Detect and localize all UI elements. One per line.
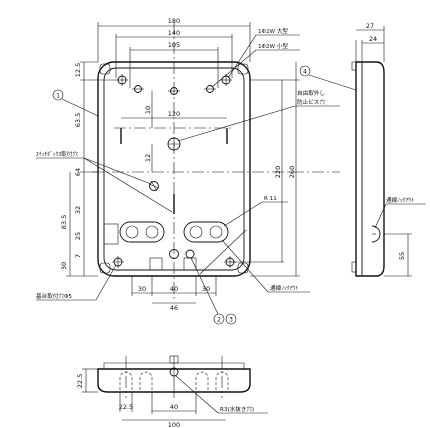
svg-text:4: 4 (303, 69, 307, 76)
dim-64-label: 64 (74, 168, 82, 176)
label-base-hole: 基台取付穴Φ5 (36, 292, 72, 300)
dim-27-label: 27 (366, 22, 374, 30)
dim-105: 105 (129, 41, 219, 88)
dim-bot-40: 40 (170, 285, 178, 293)
side-knockout (371, 225, 381, 243)
switch-box-hole-bottom (169, 249, 179, 259)
dim-12-5-label: 12.5 (74, 63, 82, 77)
dim-120-label: 120 (168, 110, 180, 118)
bottom-knockout (139, 371, 153, 390)
bottom-outline (97, 368, 251, 393)
dim-260-label: 260 (288, 166, 296, 178)
label-lamp-small: 1Φ2W 小型 (258, 42, 288, 50)
corner-tab (237, 262, 249, 274)
knockout-left (119, 221, 165, 243)
label-knockout-side: 通線ﾉｯｸｱｳﾄ (386, 196, 414, 204)
dim-b-22-5b-label: 22.5 (119, 403, 133, 411)
terminal-block (103, 223, 119, 245)
side-view: 27 24 55 通線ﾉｯｸｱｳﾄ (351, 22, 426, 277)
dim-10-label: 10 (144, 106, 152, 114)
dim-30-label: 30 (60, 262, 68, 270)
label-drain-hole: R3(水抜き穴) (220, 405, 254, 413)
svg-text:3: 3 (229, 317, 233, 324)
dim-220-label: 220 (274, 166, 282, 178)
dim-bot-30a: 30 (138, 285, 146, 293)
screw-2-3 (185, 249, 195, 259)
corner-bevel (199, 229, 247, 275)
side-tab (351, 261, 357, 273)
dim-180: 180 (97, 17, 251, 62)
knockout-right (183, 221, 229, 243)
label-radius: R 11 (264, 196, 277, 202)
label-free-removal: 自由取外し (297, 89, 325, 97)
balloon-1 (52, 89, 64, 101)
terminal-block (149, 257, 163, 271)
dim-63-5-label: 63.5 (74, 113, 82, 127)
dim-b-40-label: 40 (170, 403, 178, 411)
dim-12-label: 12 (144, 154, 152, 162)
dim-83-5-label: 83.5 (60, 215, 68, 229)
label-switch-box-hole: ｽｲｯﾁﾎﾞｯｸｽ取付穴 (36, 150, 78, 158)
dim-180-label: 180 (168, 17, 180, 25)
corner-tab (237, 63, 249, 75)
dim-32-label: 32 (74, 206, 82, 214)
bottom-view: 22.5 22.5 40 100 R3(水抜き穴) (76, 355, 268, 428)
dim-105-label: 105 (168, 41, 180, 49)
side-tab (351, 61, 357, 71)
balloon-2 (213, 313, 225, 325)
dim-24-label: 24 (369, 35, 377, 43)
dim-120: 120 (121, 110, 227, 119)
svg-text:1: 1 (56, 93, 60, 100)
corner-tab (99, 63, 111, 75)
dim-140: 140 (115, 29, 233, 78)
switch-box-hole-top (149, 181, 159, 191)
front-view: 180 140 105 120 12.5 63.5 64 32 83.5 25 (36, 17, 357, 325)
dim-25-label: 25 (74, 232, 82, 240)
dim-140-label: 140 (168, 29, 180, 37)
label-knockout-front: 通線ﾉｯｸｱｳﾄ (270, 284, 298, 292)
balloon-4 (299, 65, 311, 77)
bottom-knockout (195, 371, 209, 390)
side-outline (355, 61, 385, 277)
balloon-3 (225, 313, 237, 325)
label-anti-screw: 防止ビス穴 (297, 98, 325, 106)
dim-b-22-5a-label: 22.5 (76, 374, 84, 388)
dim-7-label: 7 (74, 254, 82, 258)
dim-b-100-label: 100 (168, 421, 180, 428)
svg-text:2: 2 (217, 317, 221, 324)
corner-tab (99, 262, 111, 274)
dim-bot-46: 46 (170, 304, 178, 312)
dim-55-label: 55 (398, 252, 406, 260)
label-lamp-large: 1Φ2W 大型 (258, 27, 288, 35)
